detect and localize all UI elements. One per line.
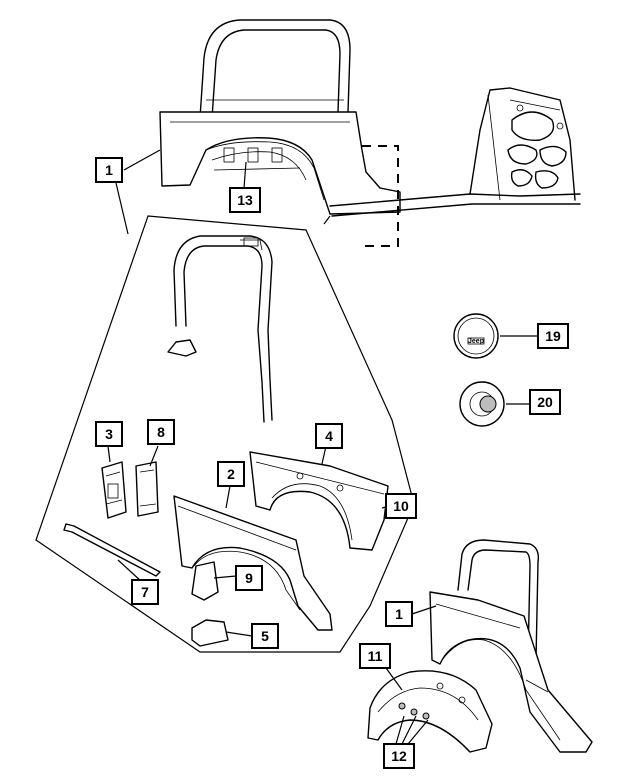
svg-text:3: 3 (105, 426, 113, 442)
part-8-bracket (135, 461, 159, 517)
part-19-fuel-door: Jeep (453, 313, 499, 359)
body-side-assembly-top (159, 19, 581, 247)
part-7-rail (63, 523, 161, 577)
part-3-pillar (101, 461, 127, 519)
body-side-assembly-bottom (429, 539, 593, 753)
callout-2: 2 (217, 461, 245, 487)
part-9-reinforcement (191, 561, 219, 601)
svg-text:20: 20 (537, 394, 553, 410)
svg-text:4: 4 (325, 428, 333, 444)
svg-text:7: 7 (141, 584, 149, 600)
svg-text:11: 11 (368, 648, 383, 664)
roll-bar-tube (173, 235, 273, 423)
svg-text:19: 19 (545, 328, 561, 344)
callout-7: 7 (131, 579, 159, 605)
callout-10: 10 (385, 493, 417, 519)
part-5-bracket (191, 619, 229, 647)
callout-1-bottom: 1 (385, 601, 413, 627)
svg-text:1: 1 (105, 162, 113, 178)
callout-9: 9 (235, 565, 263, 591)
jeep-logo-text: Jeep (468, 338, 484, 345)
callout-1-top: 1 (95, 157, 123, 183)
callout-4: 4 (315, 423, 343, 449)
svg-text:9: 9 (245, 570, 253, 586)
callout-13: 13 (229, 187, 261, 213)
svg-text:5: 5 (261, 628, 269, 644)
callout-20: 20 (529, 389, 561, 415)
svg-text:10: 10 (393, 498, 409, 514)
callout-5: 5 (251, 623, 279, 649)
callout-3: 3 (95, 421, 123, 447)
callout-19: 19 (537, 323, 569, 349)
callout-12: 12 (383, 743, 415, 769)
roll-bar-bracket (167, 339, 197, 357)
part-20-fuel-filler-housing (459, 381, 505, 427)
callout-8: 8 (147, 419, 175, 445)
leader-lines (107, 149, 437, 745)
part-11-inner-wheelhouse (367, 670, 493, 753)
svg-text:12: 12 (391, 748, 407, 764)
exploded-view-outline (35, 215, 415, 653)
svg-text:2: 2 (227, 466, 235, 482)
part-4-inner-panel (249, 451, 389, 551)
svg-text:13: 13 (237, 192, 253, 208)
callout-11: 11 (359, 643, 391, 669)
part-2-outer-panel (173, 495, 333, 631)
svg-text:1: 1 (395, 606, 403, 622)
svg-text:8: 8 (157, 424, 165, 440)
